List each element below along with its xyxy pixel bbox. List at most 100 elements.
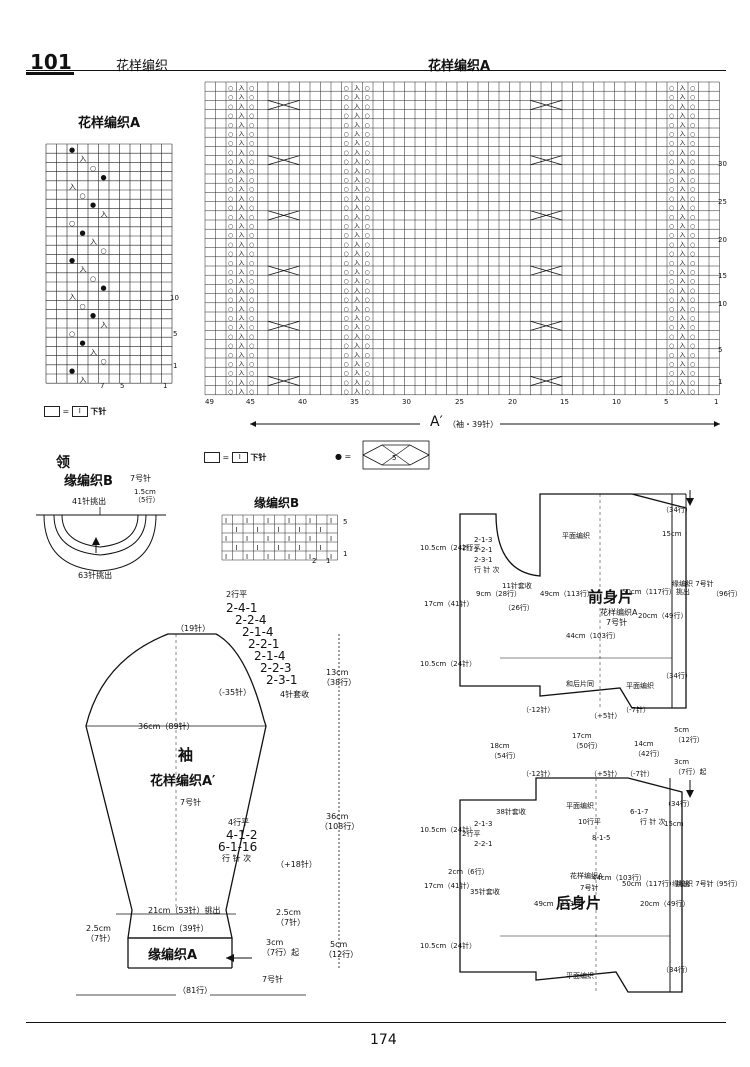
cable-number: 5 <box>392 454 396 462</box>
svg-text:○: ○ <box>365 122 370 129</box>
svg-text:○: ○ <box>690 251 695 258</box>
svg-text:入: 入 <box>354 315 360 322</box>
svg-text:入: 入 <box>354 159 360 166</box>
svg-text:○: ○ <box>365 131 370 138</box>
collar-pickup-bottom: 63针挑出 <box>78 571 113 580</box>
svg-text:入: 入 <box>354 269 360 276</box>
sleeve-cap-bindoff: 4针套收 <box>280 690 310 699</box>
svg-text:○: ○ <box>669 361 674 368</box>
svg-text:入: 入 <box>680 113 686 120</box>
main-chart-sleeve-note: （袖・39针） <box>448 420 499 429</box>
svg-text:○: ○ <box>365 315 370 322</box>
svg-text:○: ○ <box>228 94 233 101</box>
main-chart-row-label: 5 <box>718 346 723 354</box>
front-plain-2: 平面编织 <box>626 682 654 690</box>
main-chart-row-label: 20 <box>718 236 727 244</box>
svg-text:入: 入 <box>680 269 686 276</box>
svg-text:○: ○ <box>228 269 233 276</box>
page-number: 174 <box>370 1032 397 1048</box>
mid-m3: 17cm <box>572 732 592 740</box>
svg-text:入: 入 <box>354 389 360 396</box>
svg-text:○: ○ <box>228 177 233 184</box>
legend-empty-square-2 <box>204 452 220 463</box>
svg-text:○: ○ <box>344 379 349 386</box>
legend-equals-3: = <box>344 452 352 461</box>
svg-text:入: 入 <box>239 214 245 221</box>
back-shoulder-sts: 35针套收 <box>470 888 500 896</box>
svg-text:○: ○ <box>228 214 233 221</box>
svg-text:○: ○ <box>249 149 254 156</box>
svg-text:入: 入 <box>354 177 360 184</box>
front-w1: 17cm（41针） <box>424 600 474 608</box>
pattern-number: 101 <box>30 50 72 74</box>
collar-depth-rows: （5行） <box>134 496 160 504</box>
svg-text:○: ○ <box>228 205 233 212</box>
small-chart-col-1: 1 <box>163 382 168 390</box>
svg-text:○: ○ <box>228 241 233 248</box>
svg-text:○: ○ <box>344 370 349 377</box>
front-neck-rows: （26行） <box>504 604 534 612</box>
svg-text:○: ○ <box>344 214 349 221</box>
collar-diagram <box>36 507 166 572</box>
sleeve-bottom-dim <box>76 994 306 996</box>
small-chart-col-5: 5 <box>120 382 125 390</box>
svg-text:○: ○ <box>669 223 674 230</box>
svg-text:Ⅰ: Ⅰ <box>257 544 259 552</box>
svg-text:○: ○ <box>344 324 349 331</box>
front-h2: 44cm（103行） <box>566 632 620 640</box>
svg-text:○: ○ <box>344 85 349 92</box>
front-neck-2: 2-1-3 <box>474 536 493 544</box>
svg-text:入: 入 <box>680 352 686 359</box>
svg-text:○: ○ <box>228 103 233 110</box>
back-neck-bindoff: 38针套收 <box>496 808 526 816</box>
svg-text:●: ● <box>90 201 96 209</box>
svg-text:入: 入 <box>239 94 245 101</box>
mid-m9: 3cm <box>674 758 690 766</box>
sleeve-cuff-label: 缘编织A <box>148 948 198 963</box>
small-chart-col-7: 7 <box>100 382 105 390</box>
svg-text:Ⅰ: Ⅰ <box>309 553 311 561</box>
svg-text:Ⅰ: Ⅰ <box>320 544 322 552</box>
svg-text:○: ○ <box>365 94 370 101</box>
svg-text:○: ○ <box>344 205 349 212</box>
svg-text:入: 入 <box>680 177 686 184</box>
svg-text:○: ○ <box>344 241 349 248</box>
main-chart-row-label: 15 <box>718 272 727 280</box>
svg-text:入: 入 <box>239 306 245 313</box>
svg-text:Ⅰ: Ⅰ <box>246 517 248 525</box>
legend-empty-square <box>44 406 60 417</box>
back-dec-1: 6-1-7 <box>630 808 649 816</box>
svg-text:○: ○ <box>249 205 254 212</box>
svg-text:○: ○ <box>690 278 695 285</box>
front-edge: 缘编织 7号针 <box>672 580 714 588</box>
sleeve-length-rows: （108行） <box>320 822 360 831</box>
svg-text:○: ○ <box>365 306 370 313</box>
front-neck-4: 2-3-1 <box>474 556 493 564</box>
svg-text:○: ○ <box>690 287 695 294</box>
svg-text:○: ○ <box>344 333 349 340</box>
svg-text:○: ○ <box>669 389 674 396</box>
svg-text:●: ● <box>101 174 107 182</box>
svg-text:○: ○ <box>690 177 695 184</box>
front-h1: 49cm（113行） <box>540 590 594 598</box>
main-chart-col-label: 10 <box>612 398 621 406</box>
main-chart-col-label: 15 <box>560 398 569 406</box>
svg-text:○: ○ <box>249 241 254 248</box>
svg-text:○: ○ <box>249 232 254 239</box>
sleeve-cuff-right-cm: 2.5cm <box>276 908 301 917</box>
sleeve-cap-3: 2-2-4 <box>235 613 267 627</box>
svg-text:入: 入 <box>354 94 360 101</box>
svg-text:入: 入 <box>239 361 245 368</box>
svg-text:○: ○ <box>69 220 75 228</box>
svg-text:入: 入 <box>354 324 360 331</box>
svg-text:○: ○ <box>344 140 349 147</box>
svg-text:入: 入 <box>239 315 245 322</box>
sleeve-cap-2: 2-4-1 <box>226 601 258 615</box>
svg-text:Ⅰ: Ⅰ <box>236 544 238 552</box>
svg-text:○: ○ <box>344 149 349 156</box>
svg-text:○: ○ <box>669 352 674 359</box>
svg-text:Ⅰ: Ⅰ <box>236 526 238 534</box>
svg-text:入: 入 <box>239 85 245 92</box>
back-side-cm: 15cm <box>664 820 684 828</box>
chart-b-col-1: 1 <box>326 557 331 565</box>
